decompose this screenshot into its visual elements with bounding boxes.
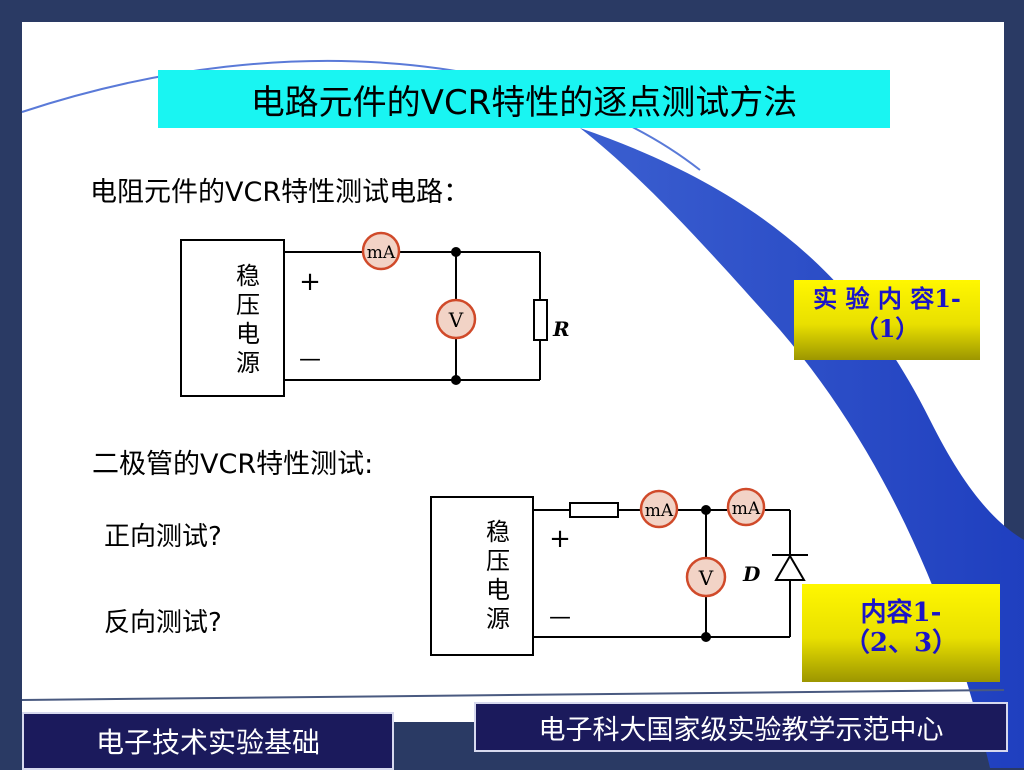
- tag1-line2: （1）: [854, 314, 920, 343]
- source-2-char: 源: [486, 605, 510, 633]
- source-1-char: 压: [236, 291, 260, 319]
- plus-terminal-2: +: [549, 524, 571, 554]
- resistor-symbol: [533, 299, 548, 341]
- footer-course-name: 电子技术实验基础: [22, 712, 394, 770]
- forward-test-label: 正向测试?: [104, 522, 222, 552]
- voltmeter-2: V: [685, 556, 727, 598]
- diode-symbol: [774, 554, 806, 581]
- voltmeter-1-label: V: [448, 308, 464, 332]
- resistor-label: R: [552, 317, 570, 341]
- experiment-content-tag-2: 内容1- （2、3）: [802, 584, 1000, 682]
- diode-heading: 二极管的VCR特性测试:: [92, 449, 374, 480]
- voltmeter-2-label: V: [698, 566, 714, 590]
- tag2-line1: 内容1-: [860, 598, 942, 628]
- minus-terminal-1: —: [299, 347, 321, 372]
- source-2-char: 稳: [486, 518, 510, 546]
- resistor-heading: 电阻元件的VCR特性测试电路：: [90, 177, 471, 208]
- tag1-line1: 实 验 内 容1-: [813, 284, 961, 313]
- source-2-char: 压: [486, 547, 510, 575]
- source-box-2: [430, 496, 534, 656]
- ammeter-1-label: mA: [367, 243, 396, 263]
- source-1-char: 电: [236, 320, 260, 348]
- minus-terminal-2: —: [549, 605, 571, 630]
- reverse-test-label: 反向测试?: [104, 608, 222, 638]
- junction-dot: [451, 247, 461, 257]
- series-resistor-symbol: [569, 502, 619, 518]
- ammeter-2b-label: mA: [732, 499, 761, 519]
- footer-center-name: 电子科大国家级实验教学示范中心: [474, 702, 1008, 752]
- source-box-1: [180, 239, 285, 397]
- ammeter-2a-label: mA: [645, 501, 674, 521]
- junction-dot: [701, 505, 711, 515]
- source-2-char: 电: [486, 576, 510, 604]
- diode-label: D: [742, 562, 761, 586]
- ammeter-1: mA: [361, 231, 401, 271]
- plus-terminal-1: +: [299, 267, 321, 297]
- experiment-content-tag-1: 实 验 内 容1- （1）: [794, 280, 980, 360]
- junction-dot: [701, 632, 711, 642]
- ammeter-2b: mA: [726, 487, 766, 527]
- source-1-char: 源: [236, 349, 260, 377]
- junction-dot: [451, 375, 461, 385]
- source-1-char: 稳: [236, 262, 260, 290]
- voltmeter-1: V: [435, 298, 477, 340]
- tag2-line2: （2、3）: [843, 628, 959, 658]
- ammeter-2a: mA: [639, 489, 679, 529]
- slide-title: 电路元件的VCR特性的逐点测试方法: [158, 70, 890, 128]
